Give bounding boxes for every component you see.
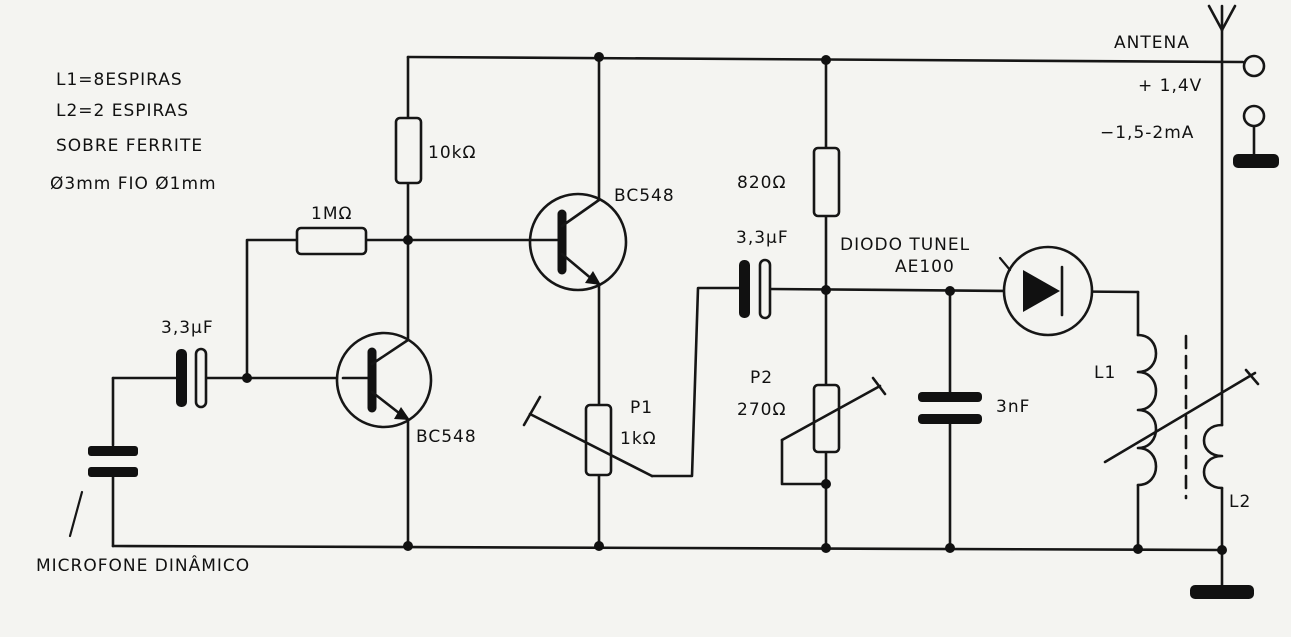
label-voltage: + 1,4V (1138, 76, 1202, 96)
note-l2: L2=2 ESPIRAS (56, 101, 189, 121)
notes-block: L1=8ESPIRAS L2=2 ESPIRAS SOBRE FERRITE Ø… (50, 70, 217, 194)
capacitor-3nf (918, 392, 982, 424)
note-core: SOBRE FERRITE (56, 136, 203, 156)
label-p2-name: P2 (750, 368, 773, 388)
tunnel-diode (998, 245, 1094, 337)
label-q2: BC548 (614, 186, 675, 206)
input-capacitor (176, 347, 208, 409)
ferrite-core (1103, 334, 1260, 500)
label-p2-value: 270Ω (737, 400, 786, 420)
inductor-l2 (1202, 423, 1224, 490)
microphone-symbol (68, 446, 138, 538)
label-diode-title: DIODO TUNEL (840, 235, 970, 255)
label-r-1m: 1MΩ (311, 204, 352, 224)
label-q1: BC548 (416, 427, 477, 447)
label-p1-value: 1kΩ (620, 429, 657, 449)
inductor-l1 (1136, 333, 1158, 487)
resistor-10k (394, 116, 423, 185)
wires (111, 28, 1256, 594)
resistor-1m (295, 226, 368, 256)
label-r-820: 820Ω (737, 173, 786, 193)
antenna-icon (1207, 4, 1237, 32)
note-wire: Ø3mm FIO Ø1mm (50, 174, 217, 194)
label-diode-part: AE100 (895, 257, 955, 277)
label-l1: L1 (1094, 363, 1116, 383)
note-l1: L1=8ESPIRAS (56, 70, 183, 90)
label-antenna: ANTENA (1114, 33, 1190, 53)
terminal-plus (1242, 54, 1266, 78)
terminal-minus (1242, 104, 1266, 128)
coupling-capacitor (739, 258, 772, 320)
potentiometer-p2 (780, 376, 887, 454)
label-r-10k: 10kΩ (428, 143, 476, 163)
transistor-q1 (335, 331, 433, 429)
resistor-820 (812, 146, 841, 218)
potentiometer-p1 (522, 395, 654, 478)
ground-bar-bottom (1190, 585, 1254, 599)
label-microphone: MICROFONE DINÂMICO (36, 554, 250, 576)
label-c-coupling: 3,3μF (736, 228, 789, 248)
label-p1-name: P1 (630, 398, 653, 418)
label-l2: L2 (1229, 492, 1251, 512)
label-c-input: 3,3μF (161, 318, 214, 338)
label-c-3nf: 3nF (996, 397, 1030, 417)
label-current: −1,5-2mA (1100, 123, 1194, 143)
ground-bar-top (1233, 154, 1279, 168)
transistor-q2 (528, 192, 628, 292)
junctions (242, 52, 1227, 555)
